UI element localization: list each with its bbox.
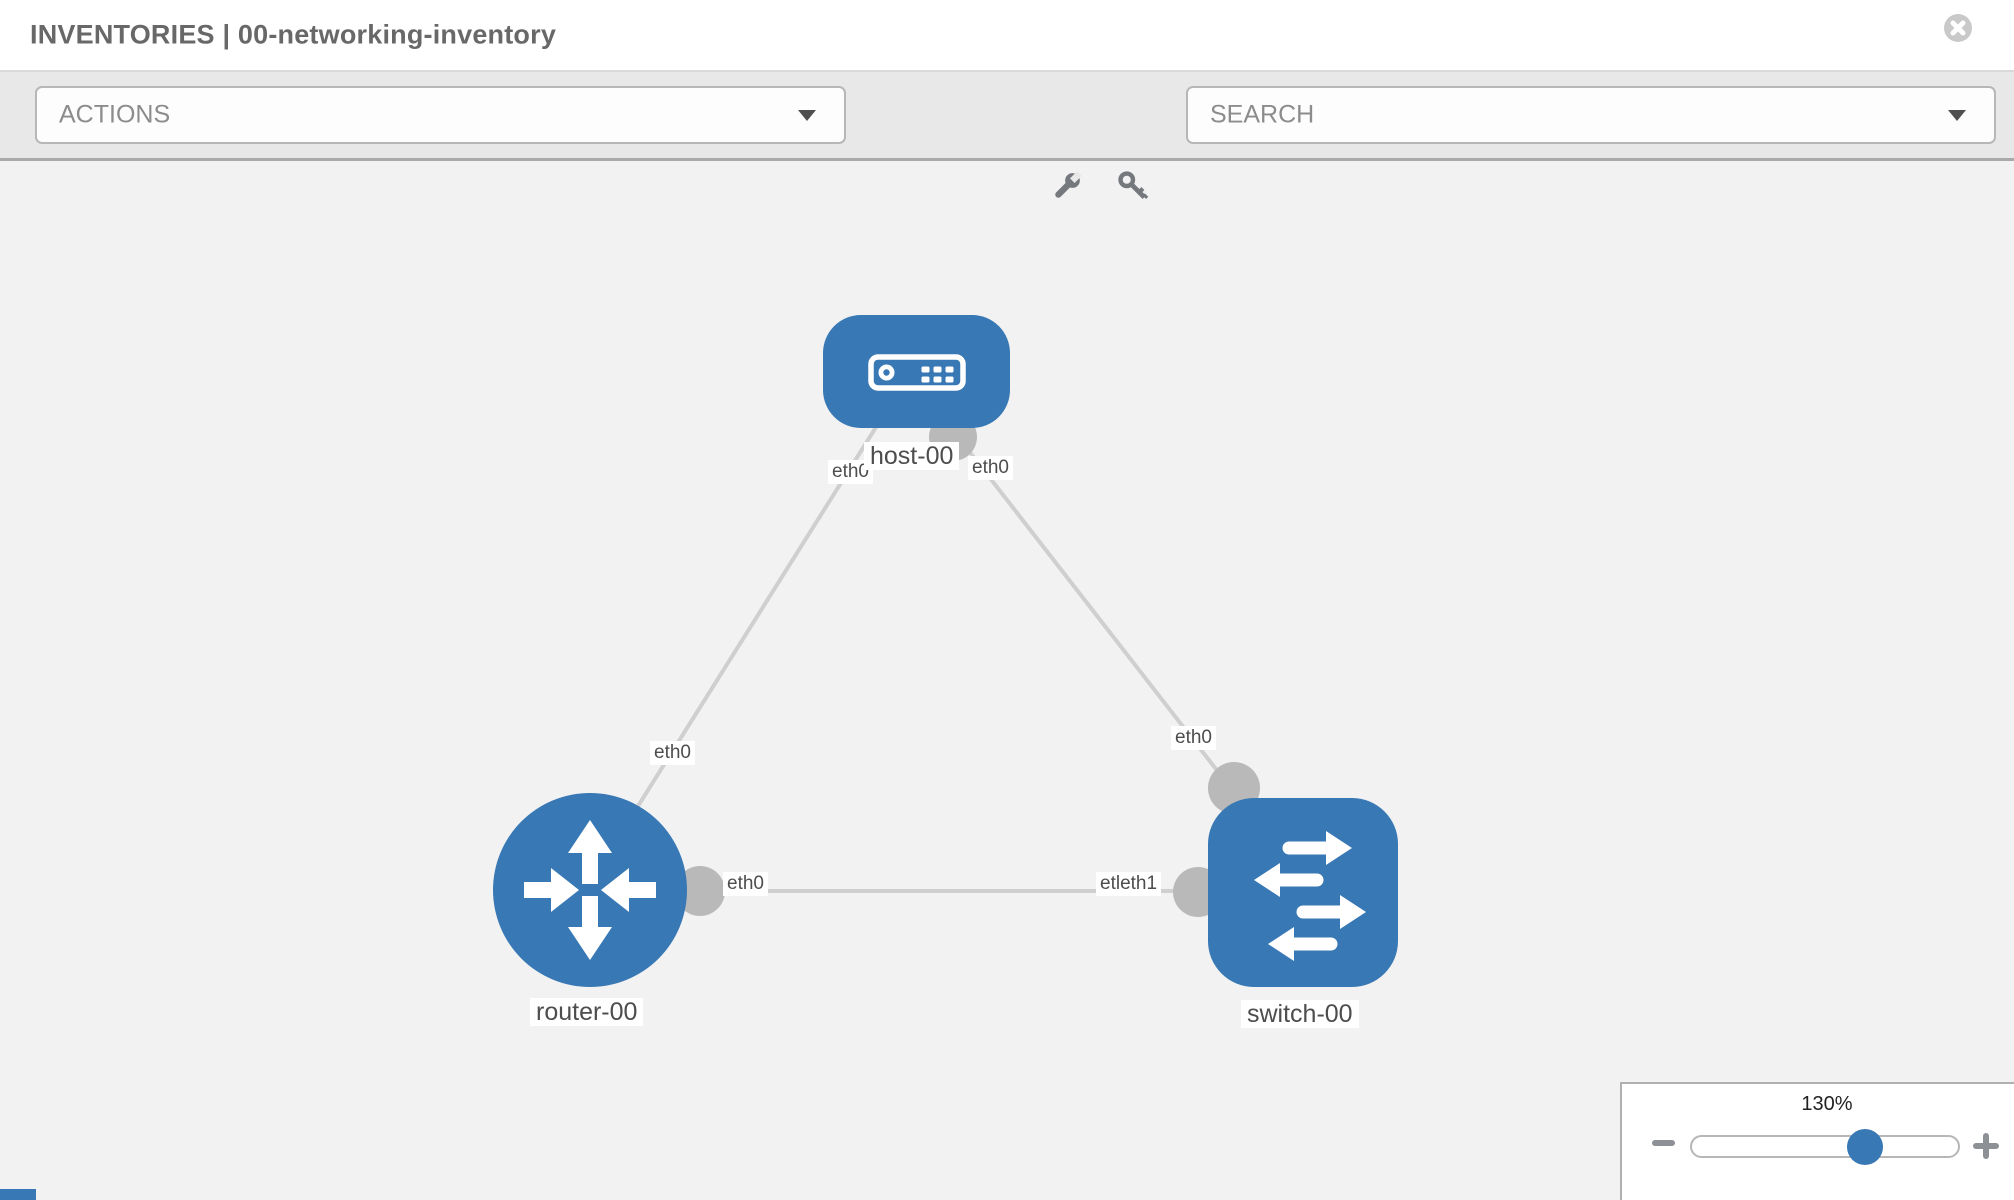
search-dropdown[interactable]: SEARCH — [1186, 86, 1996, 144]
node-label-router-00: router-00 — [530, 998, 644, 1026]
close-button[interactable] — [1944, 14, 1972, 42]
node-label-switch-00: switch-00 — [1241, 1000, 1359, 1028]
node-label-host-00: host-00 — [864, 442, 960, 470]
page-title: INVENTORIES | 00-networking-inventory — [30, 19, 557, 50]
zoom-in-button[interactable] — [1973, 1133, 1999, 1159]
actions-dropdown-label: ACTIONS — [59, 100, 171, 129]
interface-label-host-right: eth0 — [968, 456, 1013, 480]
close-icon — [1950, 20, 1966, 36]
zoom-panel: 130% — [1620, 1082, 2014, 1200]
actions-dropdown[interactable]: ACTIONS — [35, 86, 846, 144]
legend-button[interactable] — [0, 1189, 36, 1200]
interface-label-host-left: eth0 — [828, 460, 873, 484]
toolbar: ACTIONS SEARCH — [0, 72, 2014, 200]
host-icon — [868, 354, 966, 391]
title-bar: INVENTORIES | 00-networking-inventory — [0, 0, 2014, 72]
zoom-slider[interactable] — [1690, 1129, 1960, 1165]
node-host-00[interactable] — [823, 315, 1010, 428]
port-router-eth0 — [675, 866, 725, 916]
zoom-level: 130% — [1801, 1093, 1853, 1115]
switch-icon — [1254, 831, 1366, 961]
key-icon[interactable] — [1116, 169, 1150, 203]
node-router-00[interactable] — [493, 793, 687, 987]
router-icon — [524, 820, 656, 960]
chevron-down-icon — [798, 110, 816, 121]
interface-label-switch-top: eth0 — [1171, 726, 1216, 750]
plus-icon — [1983, 1133, 1989, 1159]
interface-label-link-switch: etleth1 — [1096, 872, 1162, 896]
interface-label-router-top: eth0 — [650, 741, 695, 765]
node-switch-00[interactable] — [1208, 798, 1398, 987]
wrench-icon[interactable] — [1050, 169, 1084, 203]
zoom-slider-handle[interactable] — [1847, 1129, 1883, 1165]
search-dropdown-label: SEARCH — [1210, 100, 1315, 129]
interface-label-link-router: eth0 — [723, 872, 768, 896]
topology-canvas[interactable] — [0, 161, 2014, 1200]
chevron-down-icon — [1948, 110, 1966, 121]
zoom-out-button[interactable] — [1652, 1140, 1675, 1146]
